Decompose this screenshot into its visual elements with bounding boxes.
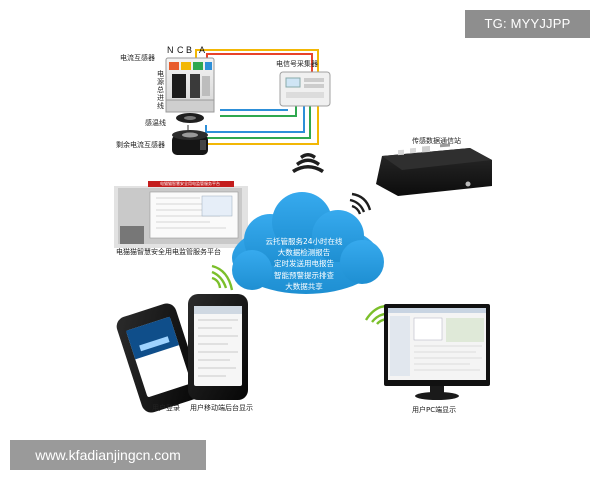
label-power-main-line: 电源总进线 [157, 70, 164, 110]
label-data-station: 传感数据通信站 [412, 137, 461, 145]
cloud-line: 云托管服务24小时在线 [265, 237, 343, 246]
wifi-icon [292, 153, 324, 173]
cloud-line: 定时发送用电报告 [274, 259, 334, 269]
wifi-icon [349, 192, 372, 215]
breaker-unit [165, 57, 215, 123]
label-signal-collector: 电信号采集器 [276, 60, 318, 68]
cloud-line: 大数据共享 [285, 281, 323, 291]
label-residual-current-transformer: 剩余电流互感器 [116, 141, 165, 149]
phase-label-n: N [167, 45, 174, 55]
wire-blue-2 [205, 106, 305, 133]
watermark-top-right: TG: MYYJJPP [465, 10, 590, 38]
phone-left [116, 303, 202, 413]
watermark-bottom-left: www.kfadianjingcn.com [10, 440, 206, 470]
label-leakage-line: 感温线 [145, 119, 166, 127]
label-current-transformer: 电流互感器 [120, 54, 155, 62]
label-user-login: 用户登录 [152, 404, 180, 412]
wire-green-2 [206, 106, 311, 139]
label-platform: 电猫猫智慧安全用电监管服务平台 [116, 248, 221, 256]
pc-monitor [384, 304, 490, 400]
cloud-services-text: 云托管服务24小时在线 大数据检测报告 定时发送用电报告 智能预警提示排查 大数… [244, 236, 364, 292]
label-mobile-display: 用户移动端后台显示 [190, 404, 253, 412]
phase-label-a: A [199, 45, 206, 55]
cloud-line: 智能预警提示排查 [274, 270, 334, 280]
cloud-shape [232, 192, 384, 294]
phase-label-b: B [186, 45, 193, 55]
phase-label-c: C [177, 45, 184, 55]
label-pc-display: 用户PC端显示 [412, 406, 457, 414]
residual-current-transformer [172, 130, 208, 155]
monitoring-screen [114, 181, 248, 248]
wifi-icon [211, 264, 234, 291]
screen-banner: 电猫猫智慧安全用电监管服务平台 [160, 181, 220, 186]
data-station-box [376, 143, 492, 196]
wire-yellow-top [195, 49, 319, 92]
wire-yellow-2 [206, 106, 319, 145]
signal-collector [279, 71, 331, 107]
cloud-line: 大数据检测报告 [277, 248, 331, 258]
phone-right [188, 294, 248, 400]
wire-green-1 [220, 105, 297, 117]
